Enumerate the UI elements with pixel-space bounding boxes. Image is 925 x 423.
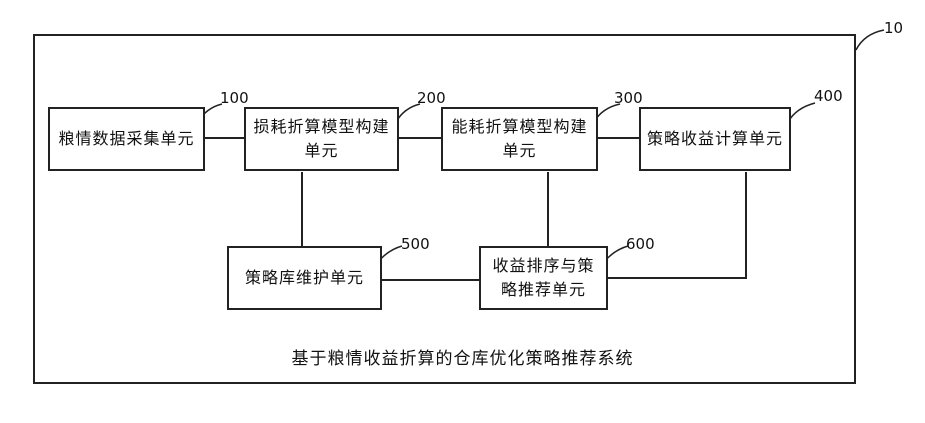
loss-conversion-model-unit: 损耗折算模型构建单元 [244,107,399,171]
ref-300: 300 [614,90,643,106]
unit-label: 损耗折算模型构建单元 [250,115,393,163]
leader-400 [788,103,815,122]
unit-label: 策略库维护单元 [245,266,364,290]
benefit-ranking-recommend-unit: 收益排序与策略推荐单元 [479,246,608,310]
ref-10: 10 [884,20,903,36]
ref-400: 400 [814,88,843,104]
unit-label: 能耗折算模型构建单元 [447,115,592,163]
unit-label: 粮情数据采集单元 [58,127,194,151]
leader-10 [856,30,884,50]
strategy-benefit-calc-unit: 策略收益计算单元 [639,107,791,171]
ref-600: 600 [626,236,655,252]
grain-data-collection-unit: 粮情数据采集单元 [48,107,205,171]
ref-100: 100 [220,90,249,106]
ref-200: 200 [417,90,446,106]
ref-500: 500 [401,236,430,252]
unit-label: 策略收益计算单元 [647,127,783,151]
system-title: 基于粮情收益折算的仓库优化策略推荐系统 [0,347,925,371]
connector-benefit-to-ranking [606,172,746,278]
strategy-library-maintenance-unit: 策略库维护单元 [227,246,382,310]
unit-label: 收益排序与策略推荐单元 [485,254,602,302]
energy-conversion-model-unit: 能耗折算模型构建单元 [441,107,598,171]
